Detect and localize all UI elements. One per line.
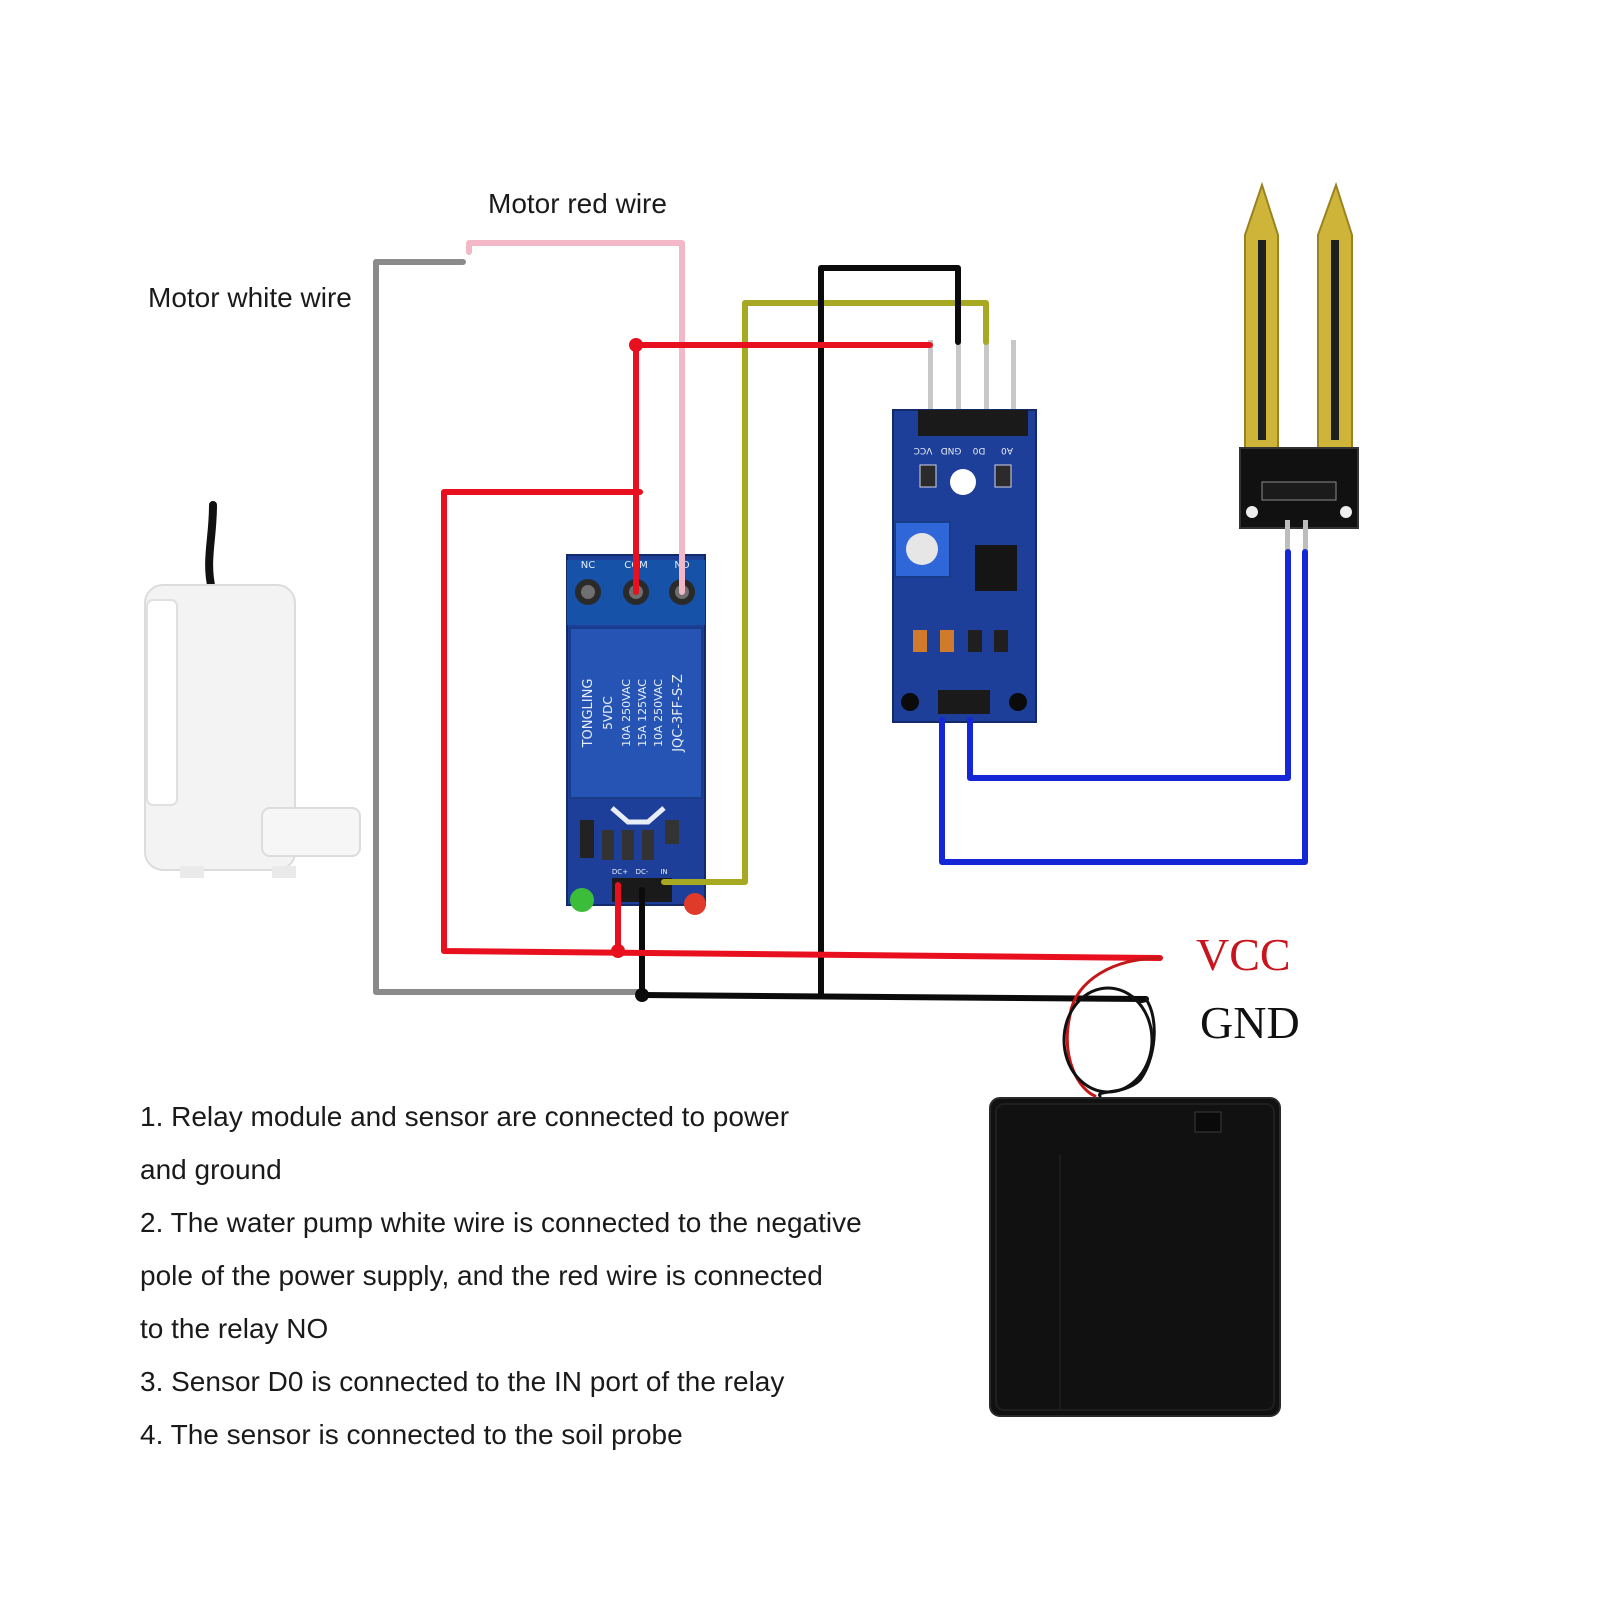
probe-wire-2 bbox=[939, 549, 1308, 865]
sensor-pin-vcc: VCC bbox=[914, 445, 933, 455]
junction-power-bottom bbox=[611, 944, 625, 958]
sensor-module: VCC GND D0 A0 bbox=[892, 340, 1037, 723]
sensor-pin-d0: D0 bbox=[972, 445, 985, 455]
note-line: and ground bbox=[140, 1154, 282, 1185]
junction-ground bbox=[635, 988, 649, 1002]
relay-marking-rating-2: 15A 125VAC bbox=[636, 679, 649, 747]
relay-terminal-nc: NC bbox=[581, 560, 595, 571]
gnd-label: GND bbox=[1200, 997, 1300, 1048]
power-wire-relay-com bbox=[441, 489, 1163, 961]
instructions: 1. Relay module and sensor are connected… bbox=[140, 1090, 970, 1461]
junction-power-top bbox=[629, 338, 643, 352]
relay-green-led bbox=[570, 888, 594, 912]
vcc-label: VCC bbox=[1196, 929, 1291, 980]
probe-wire-1 bbox=[967, 549, 1291, 781]
motor-white-wire bbox=[373, 259, 645, 995]
relay-pin-dc-plus: DC+ bbox=[612, 868, 628, 876]
note-line: pole of the power supply, and the red wi… bbox=[140, 1260, 823, 1291]
relay-pin-in: IN bbox=[660, 868, 667, 876]
relay-marking-rating-3: 10A 250VAC bbox=[652, 679, 665, 747]
motor-red-wire-label: Motor red wire bbox=[488, 188, 667, 219]
ground-wire-bus bbox=[639, 992, 1149, 1003]
sensor-pin-gnd: GND bbox=[941, 445, 962, 455]
battery-lead-red bbox=[1065, 956, 1162, 1098]
note-line: to the relay NO bbox=[140, 1313, 329, 1344]
relay-pin-dc-minus: DC- bbox=[636, 868, 649, 876]
relay-marking-brand: TONGLING bbox=[581, 679, 596, 749]
motor-red-wire bbox=[466, 240, 685, 595]
signal-wire bbox=[661, 300, 989, 885]
ground-wire-sensor bbox=[818, 265, 961, 998]
battery-lead-loop bbox=[1062, 986, 1154, 1094]
relay-marking-model: JQC-3FF-S-Z bbox=[671, 674, 686, 753]
wires bbox=[373, 240, 1308, 1098]
motor-white-wire-label: Motor white wire bbox=[148, 282, 352, 313]
sensor-pin-a0: A0 bbox=[1001, 445, 1013, 455]
relay-red-led bbox=[684, 893, 706, 915]
relay-marking-rating-1: 10A 250VAC bbox=[620, 679, 633, 747]
note-line: 3. Sensor D0 is connected to the IN port… bbox=[140, 1366, 785, 1397]
soil-probe bbox=[1239, 181, 1359, 555]
water-pump bbox=[144, 501, 361, 878]
note-line: 2. The water pump white wire is connecte… bbox=[140, 1207, 862, 1238]
note-line: 4. The sensor is connected to the soil p… bbox=[140, 1419, 683, 1450]
relay-marking-coil: 5VDC bbox=[601, 696, 615, 729]
note-line: 1. Relay module and sensor are connected… bbox=[140, 1101, 790, 1132]
battery-box bbox=[989, 1097, 1281, 1417]
relay-module: NC COM NO TONGLING 5VDC 10A 250VAC 15A 1… bbox=[566, 554, 706, 915]
